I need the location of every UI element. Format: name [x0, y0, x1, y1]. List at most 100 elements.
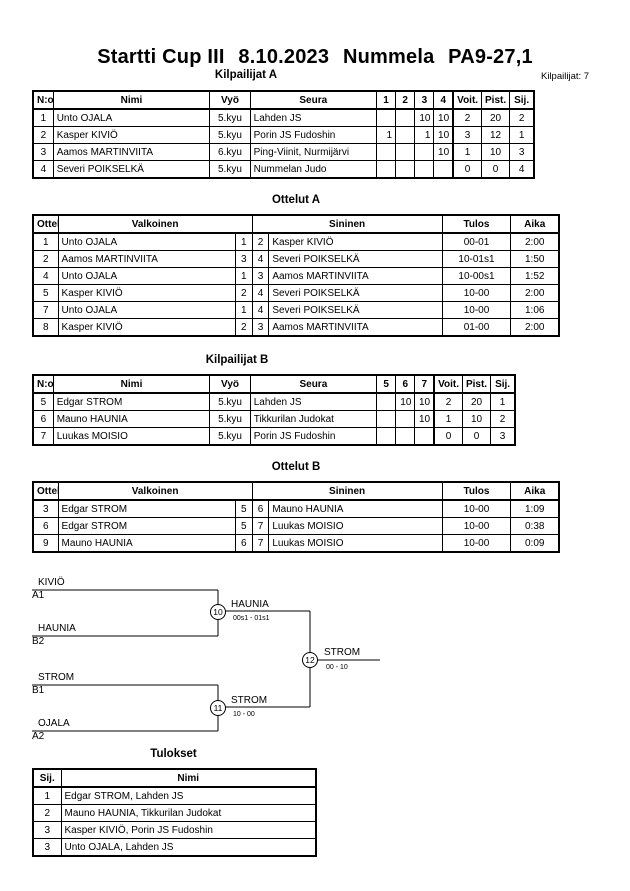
group-a-heading: Kilpailijat A — [214, 69, 278, 81]
bracket-semi2-top: STROM — [38, 672, 74, 683]
round-score: 1 — [414, 126, 435, 144]
column-header: Nimi — [60, 768, 317, 788]
match-result: 10-01s1 — [441, 250, 512, 268]
white-competitor: Aamos MARTINVIITA — [57, 250, 236, 268]
result-name: Mauno HAUNIA, Tikkurilan Judokat — [60, 804, 317, 822]
result-placing: 3 — [32, 821, 62, 839]
points-count: 0 — [461, 427, 492, 446]
column-header: Pist. — [461, 374, 492, 394]
column-header: Pist. — [480, 90, 511, 110]
bracket-semi1-bottom-seed: B2 — [32, 636, 45, 647]
points-count: 20 — [480, 108, 511, 127]
white-competitor: Edgar STROM — [57, 499, 236, 518]
table-header-row: OtteluValkoinenSininenTulosAika — [32, 214, 560, 234]
competitor-belt: 5.kyu — [209, 160, 251, 179]
table-header-row: Sij.Nimi — [32, 768, 317, 788]
final-placing: 3 — [509, 143, 535, 161]
blue-number: 7 — [251, 534, 270, 553]
column-header: Seura — [249, 374, 378, 394]
column-header: Sij. — [509, 90, 535, 110]
blue-competitor: Luukas MOISIO — [268, 534, 443, 553]
match-number: 4 — [32, 267, 59, 285]
final-placing: 3 — [490, 427, 516, 446]
match-result: 10-00 — [441, 499, 512, 518]
competitor-belt: 5.kyu — [209, 427, 251, 446]
wins-count: 0 — [433, 427, 463, 446]
white-number: 5 — [234, 499, 253, 518]
event-name: Startti Cup III — [97, 46, 225, 68]
match-11-number: 11 — [214, 703, 223, 713]
match-result: 10-00s1 — [441, 267, 512, 285]
results-heading: Tulokset — [150, 748, 197, 760]
match-time: 1:50 — [510, 250, 560, 268]
round-score: 10 — [414, 392, 435, 411]
blue-competitor: Mauno HAUNIA — [268, 499, 443, 518]
blue-competitor: Severi POIKSELKÄ — [268, 250, 443, 268]
wins-count: 0 — [452, 160, 482, 179]
bracket-semi2-winner: STROM — [231, 695, 267, 706]
match-time: 2:00 — [510, 284, 560, 302]
column-header: Ottelu — [32, 214, 59, 234]
column-header: Sij. — [490, 374, 516, 394]
white-number: 3 — [234, 250, 253, 268]
column-header: 1 — [375, 90, 397, 110]
result-name: Unto OJALA, Lahden JS — [60, 838, 317, 857]
match-number: 2 — [32, 250, 59, 268]
page-title: Startti Cup III 8.10.2023 Nummela PA9-27… — [0, 46, 630, 69]
bracket-semi1-score: 00s1 - 01s1 — [233, 615, 270, 622]
white-competitor: Kasper KIVIÖ — [57, 318, 236, 337]
match-time: 0:38 — [510, 517, 560, 535]
round-score — [395, 160, 416, 179]
result-name: Kasper KIVIÖ, Porin JS Fudoshin — [60, 821, 317, 839]
match-12-marker — [302, 652, 318, 668]
white-competitor: Edgar STROM — [57, 517, 236, 535]
match-number: 6 — [32, 517, 59, 535]
result-placing: 1 — [32, 786, 62, 805]
match-result: 00-01 — [441, 232, 512, 251]
bracket-semi1-top: KIVIÖ — [38, 576, 65, 588]
column-header: Sininen — [251, 481, 443, 501]
bracket-semi2-top-seed: B1 — [32, 685, 45, 696]
round-score: 10 — [414, 108, 435, 127]
competitor-club: Tikkurilan Judokat — [249, 410, 378, 428]
match-result: 10-00 — [441, 517, 512, 535]
final-placing: 2 — [509, 108, 535, 127]
wins-count: 2 — [452, 108, 482, 127]
bracket-final-winner: STROM — [324, 647, 360, 658]
round-score: 10 — [433, 126, 454, 144]
blue-number: 7 — [251, 517, 270, 535]
blue-competitor: Luukas MOISIO — [268, 517, 443, 535]
competitor-club: Nummelan Judo — [249, 160, 377, 179]
blue-number: 3 — [251, 318, 270, 337]
match-number: 1 — [32, 232, 59, 251]
blue-competitor: Severi POIKSELKÄ — [268, 284, 443, 302]
round-score — [395, 143, 416, 161]
round-score — [414, 427, 435, 446]
round-score — [376, 427, 397, 446]
column-header: Nimi — [52, 90, 211, 110]
column-header: Ottelu — [32, 481, 59, 501]
bracket-semi2-score: 10 - 00 — [233, 711, 255, 718]
blue-number: 6 — [251, 499, 270, 518]
match-time: 0:09 — [510, 534, 560, 553]
competitor-name: Severi POIKSELKÄ — [52, 160, 211, 179]
competitor-name: Aamos MARTINVIITA — [52, 143, 211, 161]
column-header: Vyö — [209, 90, 251, 110]
round-score — [395, 108, 416, 127]
white-number: 6 — [234, 534, 253, 553]
competitor-belt: 5.kyu — [209, 108, 251, 127]
column-header: Tulos — [441, 214, 512, 234]
match-result: 01-00 — [441, 318, 512, 337]
wins-count: 2 — [433, 392, 463, 411]
